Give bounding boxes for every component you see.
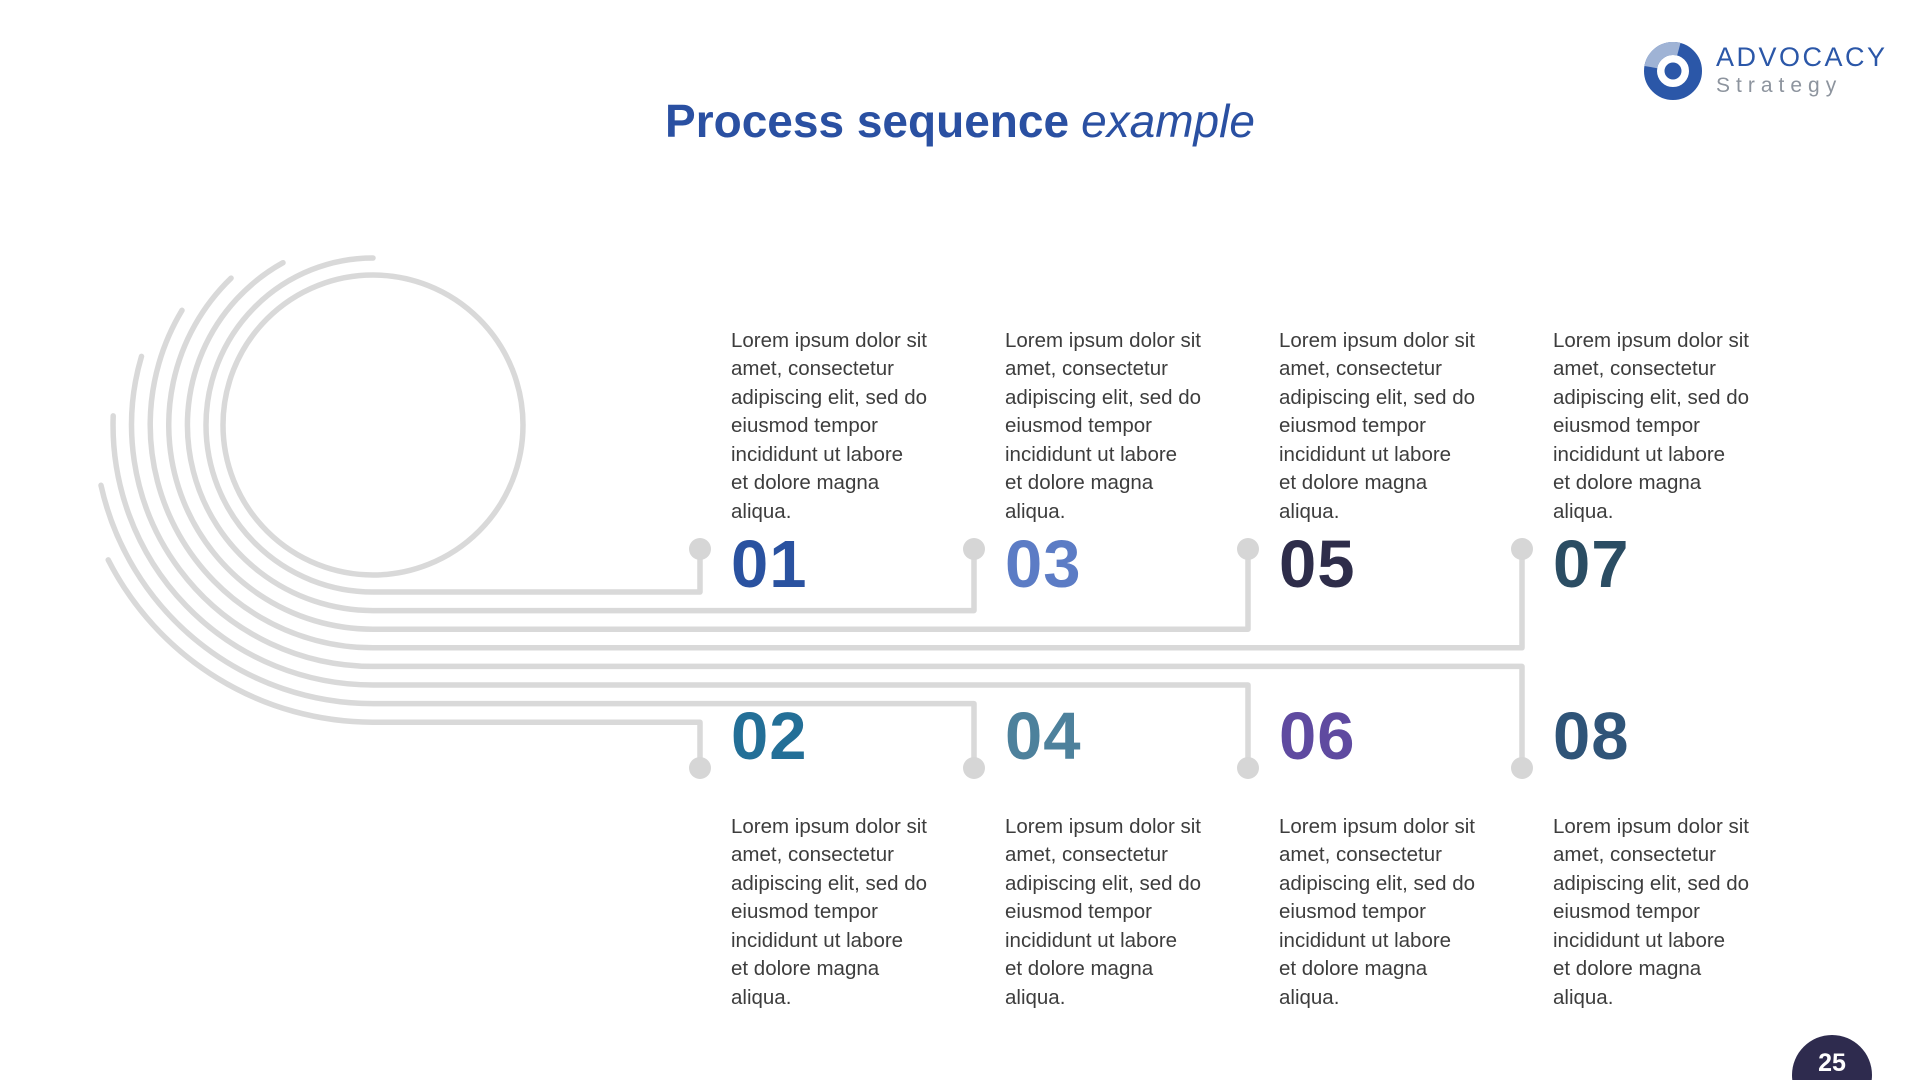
step-03-text: Lorem ipsum dolor sit amet, consectetur …	[1005, 328, 1202, 523]
logo-text: ADVOCACY Strategy	[1716, 42, 1888, 98]
dot-02	[689, 757, 711, 779]
dot-07	[1511, 538, 1533, 560]
logo-center-dot	[1664, 62, 1682, 80]
logo-ring-light-segment	[1644, 42, 1681, 69]
step-06: 06 Lorem ipsum dolor sit amet, consectet…	[1279, 0, 1539, 1080]
flow-line-03	[184, 259, 977, 614]
flow-line-02	[105, 557, 703, 768]
dot-05	[1237, 538, 1259, 560]
step-08: 08 Lorem ipsum dolor sit amet, consectet…	[1553, 0, 1813, 1080]
step-08-number: 08	[1553, 699, 1630, 774]
inner-circle	[220, 272, 526, 578]
flow-line-05	[165, 275, 1251, 632]
step-02-text: Lorem ipsum dolor sit amet, consectetur …	[731, 814, 928, 1009]
logo-subtitle: Strategy	[1716, 74, 1843, 97]
step-01-number: 01	[731, 527, 808, 602]
step-07-text: Lorem ipsum dolor sit amet, consectetur …	[1553, 328, 1750, 523]
flow-line-08	[128, 353, 1525, 768]
step-07-number: 07	[1553, 527, 1630, 602]
step-06-number: 06	[1279, 699, 1356, 774]
connector-dots	[689, 538, 1533, 779]
dot-06	[1237, 757, 1259, 779]
step-03: Lorem ipsum dolor sit amet, consectetur …	[1005, 0, 1265, 1080]
flow-line-06	[110, 413, 1251, 768]
step-04-text: Lorem ipsum dolor sit amet, consectetur …	[1005, 814, 1202, 1009]
step-04: 04 Lorem ipsum dolor sit amet, consectet…	[1005, 0, 1265, 1080]
dot-03	[963, 538, 985, 560]
flow-line-07	[147, 307, 1525, 651]
logo-name: ADVOCACY	[1716, 42, 1888, 72]
dot-04	[963, 757, 985, 779]
step-05-number: 05	[1279, 527, 1356, 602]
flow-line-01	[203, 255, 703, 595]
page-number: 25	[1818, 1049, 1846, 1077]
step-08-text: Lorem ipsum dolor sit amet, consectetur …	[1553, 814, 1750, 1009]
step-02-number: 02	[731, 699, 808, 774]
step-01-text: Lorem ipsum dolor sit amet, consectetur …	[731, 328, 928, 523]
step-06-text: Lorem ipsum dolor sit amet, consectetur …	[1279, 814, 1476, 1009]
step-03-number: 03	[1005, 527, 1082, 602]
step-02: 02 Lorem ipsum dolor sit amet, consectet…	[731, 0, 991, 1080]
dot-01	[689, 538, 711, 560]
dot-08	[1511, 757, 1533, 779]
page-title-main: Process sequence	[665, 95, 1070, 147]
logo-target-icon	[1644, 42, 1702, 100]
page-title-accent: example	[1081, 95, 1255, 147]
step-05-text: Lorem ipsum dolor sit amet, consectetur …	[1279, 328, 1476, 523]
step-01: Lorem ipsum dolor sit amet, consectetur …	[731, 0, 991, 1080]
step-05: Lorem ipsum dolor sit amet, consectetur …	[1279, 0, 1539, 1080]
step-07: Lorem ipsum dolor sit amet, consectetur …	[1553, 0, 1813, 1080]
logo: ADVOCACY Strategy	[1644, 42, 1888, 100]
flow-line-04	[98, 482, 977, 768]
spiral-lines	[98, 255, 1525, 768]
step-04-number: 04	[1005, 699, 1082, 774]
